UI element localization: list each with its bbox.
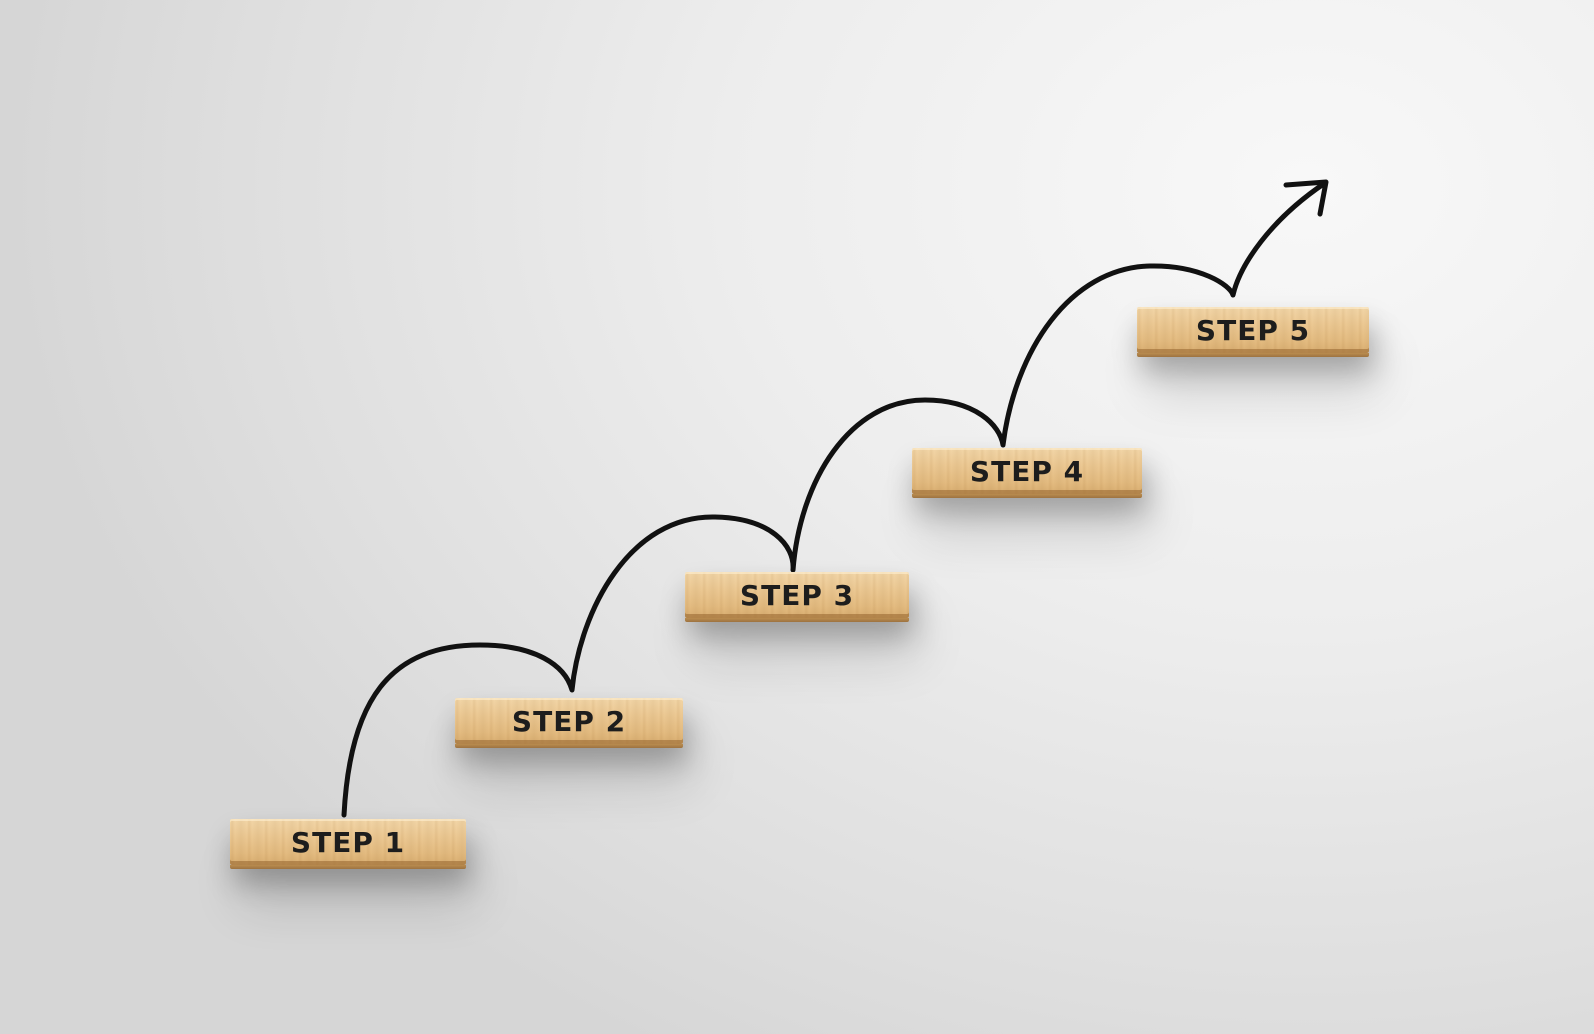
step-block-1: STEP 1 <box>230 819 466 869</box>
step-label-1: STEP 1 <box>290 825 406 859</box>
jump-arc-path <box>341 180 1328 818</box>
step-block-2: STEP 2 <box>455 698 683 748</box>
step-block-5: STEP 5 <box>1137 307 1369 357</box>
step-block-4: STEP 4 <box>912 448 1142 498</box>
arrowhead <box>1283 179 1329 217</box>
step-label-4: STEP 4 <box>969 454 1085 488</box>
step-label-2: STEP 2 <box>511 704 627 738</box>
step-label-3: STEP 3 <box>739 578 855 612</box>
step-block-3: STEP 3 <box>685 572 909 622</box>
step-label-5: STEP 5 <box>1195 313 1311 347</box>
